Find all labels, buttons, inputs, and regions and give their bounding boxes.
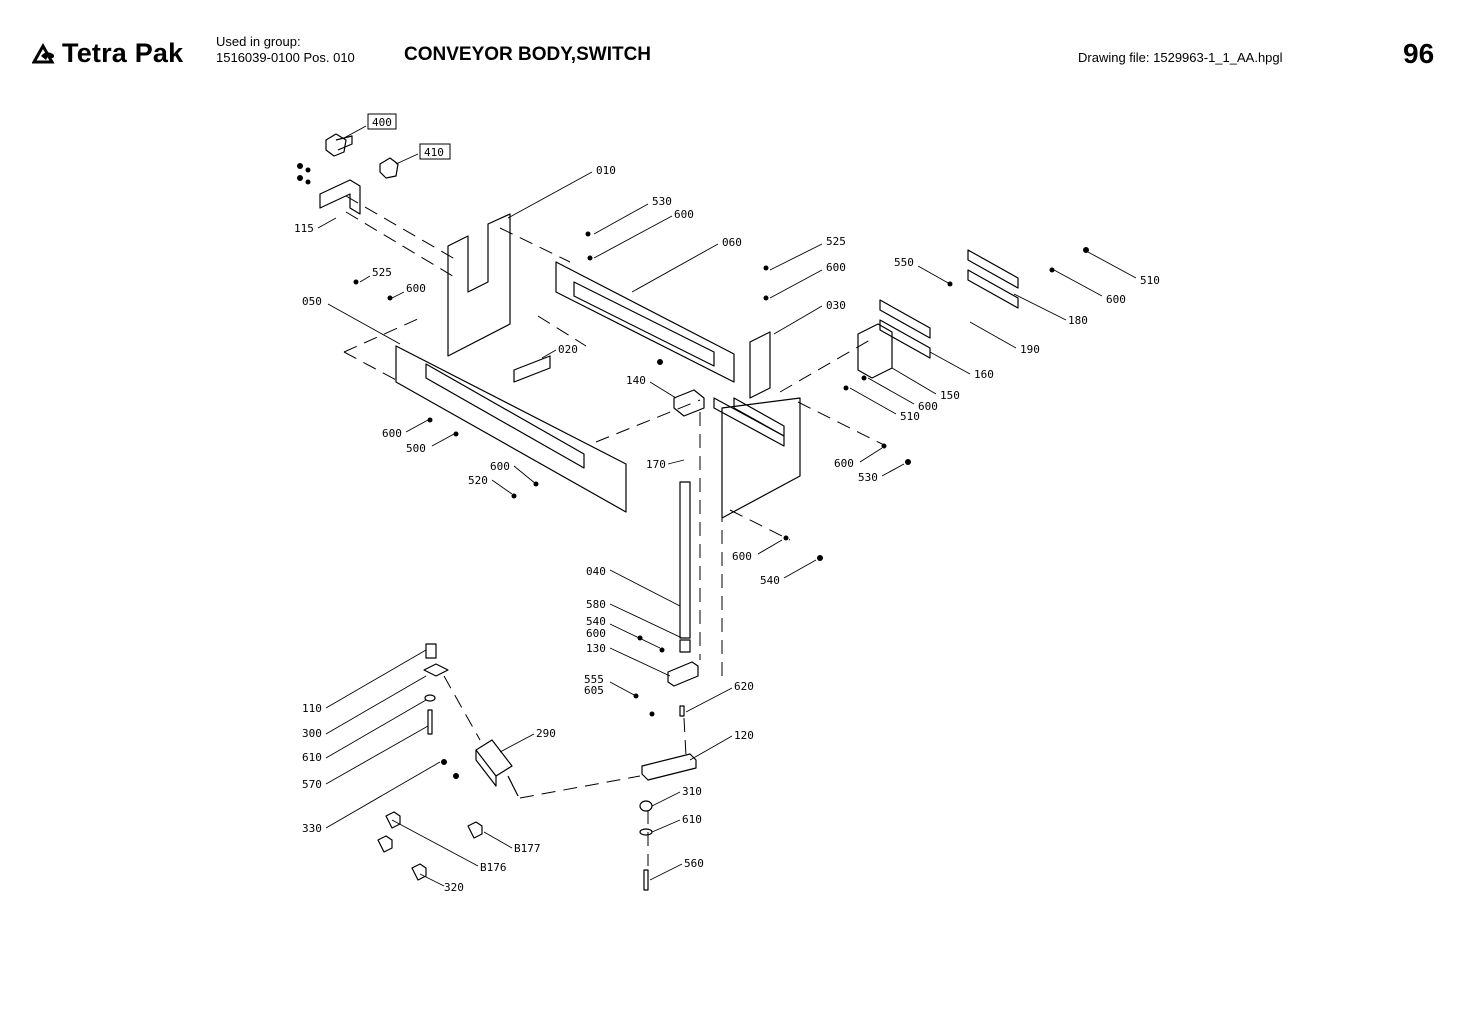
plate-150 [857,323,893,379]
pin-620 [679,705,685,717]
plate-300 [423,663,449,677]
callout-290: 290 [536,727,556,740]
fitting-410 [379,157,399,179]
callout-510: 510 [900,410,920,423]
page-title: CONVEYOR BODY,SWITCH [404,44,652,65]
washer-610 [424,694,436,702]
callout-540: 540 [586,615,606,628]
header: Tetra Pak Used in group: 1516039-0100 Po… [0,0,1462,90]
leader-lines [317,125,1137,887]
boxed-callout-frames [367,113,451,160]
callout-140: 140 [626,374,646,387]
callout-510: 510 [1140,274,1160,287]
guide-180 [967,249,1019,289]
lever-120 [641,753,697,781]
callout-525: 525 [826,235,846,248]
callout-180: 180 [1068,314,1088,327]
callout-610: 610 [302,751,322,764]
guide-160 [879,299,931,339]
drawing-file: Drawing file: 1529963-1_1_AA.hpgl [1078,50,1283,65]
callout-300: 300 [302,727,322,740]
callout-560: 560 [684,857,704,870]
callout-530: 530 [858,471,878,484]
callout-600: 600 [406,282,426,295]
clip-320 [411,863,427,881]
block-140 [673,389,705,417]
callout-050: 050 [302,295,322,308]
callout-600: 600 [1106,293,1126,306]
callout-600: 600 [826,261,846,274]
side-plate-010 [447,213,511,357]
boxed-callouts: 400 410 [372,116,444,159]
screw-560 [643,869,649,891]
callout-150: 150 [940,389,960,402]
callout-520: 520 [468,474,488,487]
callout-540: 540 [760,574,780,587]
block-020 [513,355,551,383]
callout-b177: B177 [514,842,541,855]
callout-600: 600 [834,457,854,470]
callout-400: 400 [372,116,392,129]
cylinder-290 [475,739,513,777]
cap-110 [425,643,437,659]
callout-550: 550 [894,256,914,269]
tetra-pak-logo-icon [32,42,55,63]
callout-030: 030 [826,299,846,312]
callout-010: 010 [596,164,616,177]
callout-170: 170 [646,458,666,471]
callout-610: 610 [682,813,702,826]
block-130 [667,661,699,687]
callout-115: 115 [294,222,314,235]
sensor-b176 [385,811,401,829]
callout-190: 190 [1020,343,1040,356]
callout-500: 500 [406,442,426,455]
callout-570: 570 [302,778,322,791]
callouts: 010 115 525 600 050 020 530 600 060 525 … [294,164,1160,894]
page-number: 96 [1403,38,1435,69]
callout-110: 110 [302,702,322,715]
callout-600: 600 [586,627,606,640]
rail-060 [555,261,735,383]
callout-330: 330 [302,822,322,835]
callout-b176: B176 [480,861,507,874]
bearing-310 [639,800,653,812]
callout-600: 600 [674,208,694,221]
sensor-b177 [467,821,483,839]
rail-050 [395,345,627,513]
fastener-markers [297,163,1089,779]
callout-605: 605 [584,684,604,697]
used-in-group-label: Used in group: [216,34,301,49]
callout-620: 620 [734,680,754,693]
callout-310: 310 [682,785,702,798]
callout-600: 600 [382,427,402,440]
assembly-lines [343,195,887,866]
callout-120: 120 [734,729,754,742]
callout-160: 160 [974,368,994,381]
callout-555: 555 [584,673,604,686]
callout-410: 410 [424,146,444,159]
callout-600: 600 [732,550,752,563]
bracket-115 [319,179,361,215]
callout-600: 600 [490,460,510,473]
shaft-040 [679,481,691,639]
callout-600: 600 [918,400,938,413]
screw-570 [427,709,433,735]
callout-020: 020 [558,343,578,356]
brand-name: Tetra Pak [62,38,184,68]
callout-040: 040 [586,565,606,578]
brand-logo: Tetra Pak [32,38,183,69]
used-in-group-value: 1516039-0100 Pos. 010 [216,50,355,65]
callout-060: 060 [722,236,742,249]
callout-320: 320 [444,881,464,894]
bracket-030 [749,331,771,399]
callout-525: 525 [372,266,392,279]
callout-130: 130 [586,642,606,655]
used-in-group: Used in group: 1516039-0100 Pos. 010 [216,34,355,66]
plate-170-side [721,397,801,519]
callout-530: 530 [652,195,672,208]
callout-580: 580 [586,598,606,611]
fitting-400 [325,133,347,157]
